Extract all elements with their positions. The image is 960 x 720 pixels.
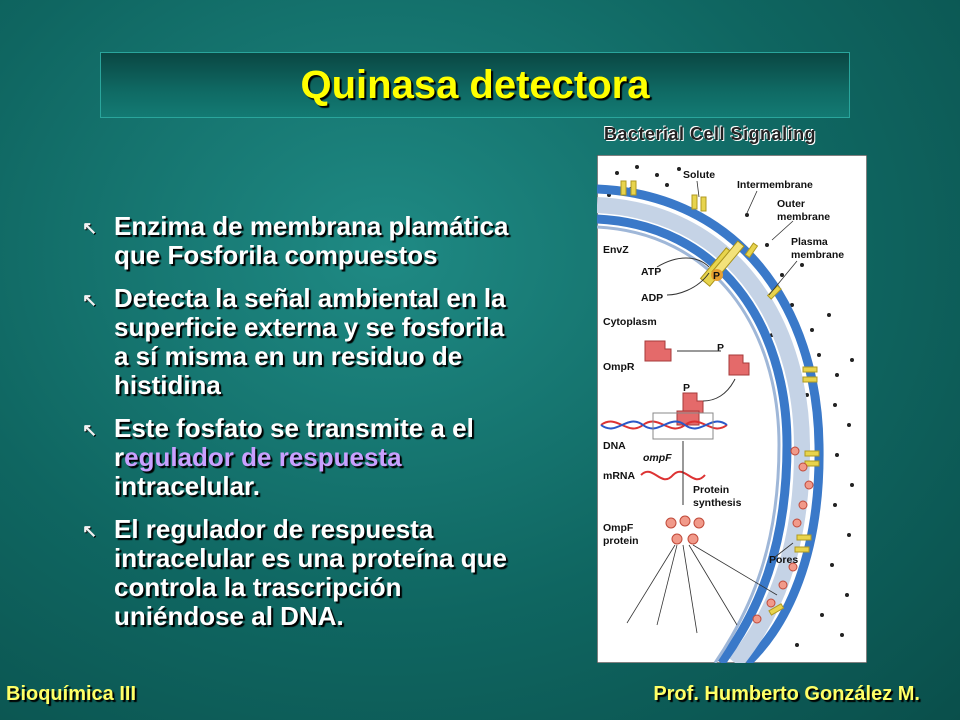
label-ompf-1: OmpF [603, 522, 634, 534]
bullet-item: ↖ Enzima de membrana plamática que Fosfo… [80, 212, 520, 270]
bullet-list: ↖ Enzima de membrana plamática que Fosfo… [80, 212, 520, 645]
label-cytoplasm: Cytoplasm [603, 316, 657, 328]
bullet-text: El regulador de respuesta intracelular e… [114, 514, 507, 631]
bullet-item: ↖ Detecta la señal ambiental en la super… [80, 284, 520, 400]
label-mrna: mRNA [603, 470, 636, 482]
ompr-binding-arrow [702, 378, 736, 402]
label-ompf-gene: ompF [643, 452, 672, 464]
label-protein-1: Protein [693, 484, 729, 496]
label-outer-2: membrane [777, 211, 830, 223]
plasma-membrane [597, 214, 792, 663]
ompf-lines [626, 544, 778, 634]
bullet-arrow-icon: ↖ [82, 218, 98, 238]
bullet-text: Enzima de membrana plamática que Fosfori… [114, 211, 509, 270]
bullet-arrow-icon: ↖ [82, 290, 98, 310]
mrna-strand [640, 470, 706, 481]
envz-kinase [699, 240, 745, 287]
bullet-highlight: egulador de respuesta [124, 442, 402, 472]
label-plasma-2: membrane [791, 249, 844, 261]
label-ompr: OmpR [603, 361, 635, 373]
label-protein-2: synthesis [693, 497, 742, 509]
pores-leader [774, 542, 794, 558]
figure-title: Bacterial Cell Signaling [604, 124, 817, 144]
label-solute: Solute [683, 169, 715, 181]
label-adp: ADP [641, 292, 663, 304]
plasma-membrane-inner [597, 225, 781, 663]
figure-canvas: Solute Intermembrane Outer membrane Plas… [597, 155, 867, 663]
label-p-3: P [683, 382, 690, 394]
bullet-item: ↖ El regulador de respuesta intracelular… [80, 515, 520, 631]
bacterial-cell-figure: Solute Intermembrane Outer membrane Plas… [597, 155, 867, 663]
footer-author: Prof. Humberto González M. [653, 683, 920, 705]
label-dna: DNA [603, 440, 626, 452]
label-outer-1: Outer [777, 198, 805, 210]
dna-helix [600, 412, 728, 440]
label-p-1: P [713, 270, 720, 282]
porin-channels [620, 180, 820, 616]
title-bar: Quinasa detectora [100, 52, 850, 118]
bullet-text-start: Este fosfato se transmite a el r [114, 413, 474, 472]
label-pores: Pores [769, 554, 798, 566]
figure-frame [597, 155, 867, 663]
label-leaders [696, 180, 798, 296]
bullet-arrow-icon: ↖ [82, 420, 98, 440]
bullet-text: Detecta la señal ambiental en la superfi… [114, 283, 506, 400]
label-p-2: P [717, 342, 724, 354]
label-plasma-1: Plasma [791, 236, 828, 248]
label-atp: ATP [641, 266, 661, 278]
bullet-text-end: intracelular. [114, 471, 260, 501]
outer-membrane [597, 184, 824, 663]
bullet-arrow-icon: ↖ [82, 521, 98, 541]
phosphate-icon [711, 269, 723, 281]
label-intermembrane: Intermembrane [737, 179, 813, 191]
adp-arrow [666, 272, 710, 296]
footer-course: Bioquímica III [6, 683, 137, 705]
label-envz: EnvZ [603, 244, 629, 256]
atp-arrow [656, 257, 710, 268]
label-ompf-2: protein [603, 535, 639, 547]
ompf-proteins [665, 446, 814, 624]
slide-title: Quinasa detectora [300, 62, 650, 107]
bullet-item: ↖ Este fosfato se transmite a el regulad… [80, 414, 520, 501]
